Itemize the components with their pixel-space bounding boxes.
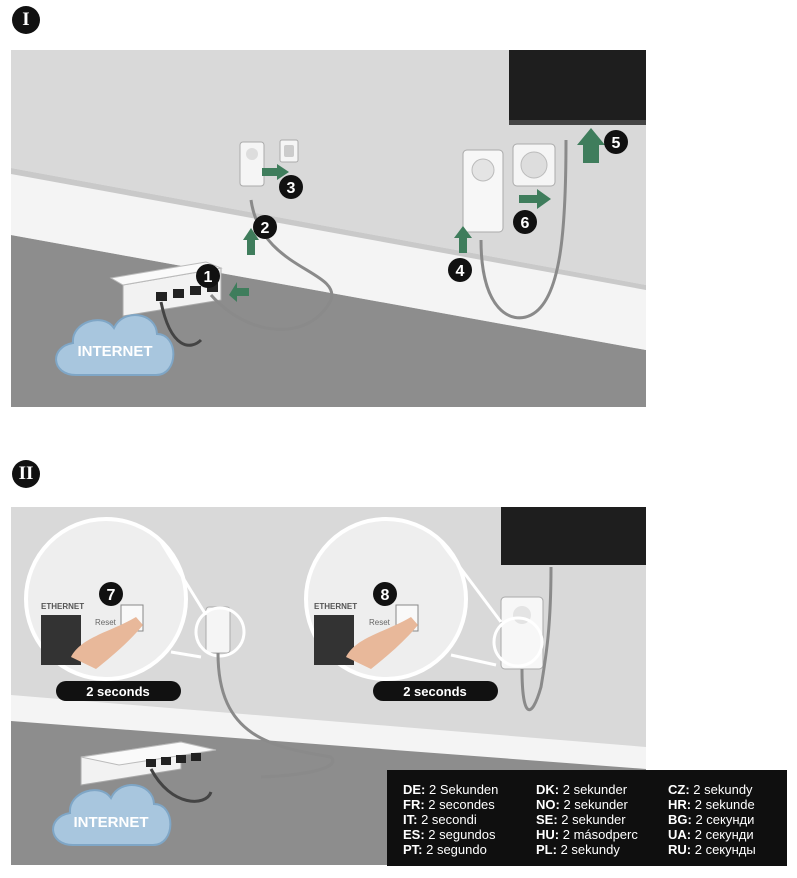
reset-label-right: Reset [369,618,391,627]
legend-row: PT: 2 segundo [403,842,487,857]
legend-column-2: DK: 2 sekunder NO: 2 sekunder SE: 2 seku… [536,782,638,857]
arrows [229,128,605,302]
legend-row: ES: 2 segundos [403,827,496,842]
reset-label-left: Reset [95,618,117,627]
legend-row: RU: 2 секунды [668,842,756,857]
tv-screen [509,50,646,124]
legend-column-3: CZ: 2 sekundy HR: 2 sekunde BG: 2 секунд… [668,782,756,857]
network-switch-2 [80,741,217,786]
cloud-label: INTERNET [78,343,153,360]
legend-row: DK: 2 sekunder [536,782,628,797]
ethernet-label-right: ETHERNET [314,602,357,611]
section-numeral-1: I [12,6,40,34]
legend-row: HR: 2 sekunde [668,797,755,812]
duration-pill-right: 2 seconds [373,681,498,701]
legend-row: HU: 2 másodperc [536,827,638,842]
legend-row: UA: 2 секунди [668,827,754,842]
duration-pill-left: 2 seconds [56,681,181,701]
step-badge-1: 1 [204,269,213,286]
legend-row: IT: 2 secondi [403,812,477,827]
duration-label-left: 2 seconds [86,684,150,699]
legend-row: FR: 2 secondes [403,797,495,812]
legend-row: BG: 2 секунди [668,812,755,827]
legend-row: SE: 2 sekunder [536,812,626,827]
legend-row: CZ: 2 sekundy [668,782,753,797]
network-switch [109,261,223,317]
duration-label-right: 2 seconds [403,684,467,699]
ethernet-label-left: ETHERNET [41,602,84,611]
setup-illustration-1: INTERNET 1 2 3 4 5 6 [11,50,646,407]
step-badge-5: 5 [612,135,621,152]
step-badge-6: 6 [521,215,530,232]
step-badge-7: 7 [107,587,116,604]
step-badge-2: 2 [261,220,270,237]
step-badge-8: 8 [381,587,390,604]
section-numeral-2: II [12,460,40,488]
internet-cloud: INTERNET [55,314,175,376]
legend-row: NO: 2 sekunder [536,797,628,812]
cloud-label-2: INTERNET [74,814,149,831]
translations-legend: DE: 2 Sekunden FR: 2 secondes IT: 2 seco… [387,770,787,866]
step-badge-4: 4 [456,263,465,280]
internet-cloud-2: INTERNET [52,784,172,846]
legend-column-1: DE: 2 Sekunden FR: 2 secondes IT: 2 seco… [403,782,498,857]
legend-row: DE: 2 Sekunden [403,782,499,797]
step-badge-3: 3 [287,180,296,197]
legend-row: PL: 2 sekundy [536,842,620,857]
